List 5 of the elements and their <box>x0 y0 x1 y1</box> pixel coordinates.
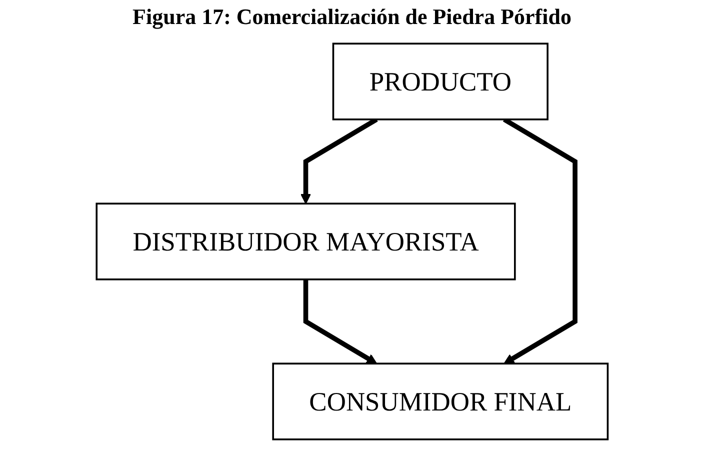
arrow <box>303 279 377 364</box>
node-box: DISTRIBUIDOR MAYORISTA <box>96 202 516 280</box>
node-box: CONSUMIDOR FINAL <box>272 362 608 440</box>
node-box: PRODUCTO <box>332 42 548 120</box>
diagram-title: Figura 17: Comercialización de Piedra Pórfido <box>132 4 572 30</box>
